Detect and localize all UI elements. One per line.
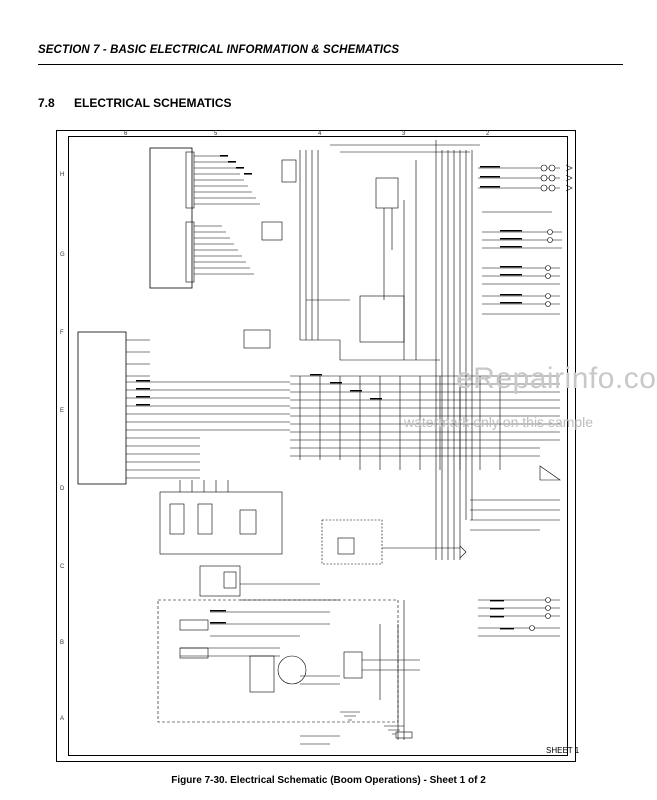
watermark-site: eRepairinfo.com xyxy=(456,362,657,395)
zone-row-h: H xyxy=(60,172,65,178)
zone-row-g: G xyxy=(60,252,65,258)
platform-control-box xyxy=(77,331,127,485)
zone-row-a: A xyxy=(60,716,65,722)
zone-col-1: 6 xyxy=(124,131,128,137)
zone-col-3: 4 xyxy=(318,131,322,137)
section-header: SECTION 7 - BASIC ELECTRICAL INFORMATION… xyxy=(38,44,400,56)
zone-row-c: C xyxy=(60,564,65,570)
zone-row-f: F xyxy=(60,330,64,336)
zone-col-5: 2 xyxy=(486,131,490,137)
joystick-box xyxy=(159,491,283,555)
header-rule xyxy=(38,64,623,65)
zone-col-2: 5 xyxy=(214,131,218,137)
zone-row-d: D xyxy=(60,486,65,492)
watermark-note: watermark only on this sample xyxy=(404,414,594,430)
zone-row-e: E xyxy=(60,408,65,414)
ecm-module xyxy=(149,147,193,289)
zone-col-4: 3 xyxy=(402,131,406,137)
figure-caption: Figure 7-30. Electrical Schematic (Boom … xyxy=(171,775,486,786)
schematic-inner-border xyxy=(68,136,568,756)
section-title: ELECTRICAL SCHEMATICS xyxy=(74,96,232,110)
schematic-frame xyxy=(56,130,576,762)
section-number: 7.8 xyxy=(38,96,55,110)
sheet-label: SHEET 1 xyxy=(546,746,580,755)
zone-row-b: B xyxy=(60,640,65,646)
